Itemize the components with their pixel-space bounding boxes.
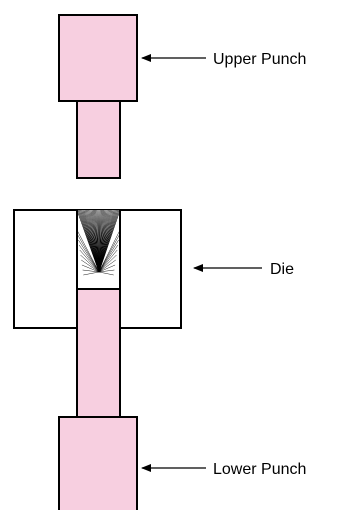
powder-hatch-line: [98, 254, 117, 273]
upper-punch-stem: [76, 100, 121, 179]
powder-hatch-line: [83, 271, 100, 276]
powder-hatch-line: [98, 264, 116, 273]
powder-hatch-line: [98, 229, 121, 273]
powder-hatch-line: [82, 269, 100, 273]
powder-hatch-line: [80, 254, 100, 273]
upper-punch: [58, 14, 138, 179]
lower-punch-stem: [76, 288, 121, 418]
powder-hatch-line: [98, 259, 116, 273]
powder-hatch-line: [81, 264, 100, 273]
upper-punch-label: Upper Punch: [213, 51, 306, 68]
powder-hatch-line: [98, 244, 119, 273]
lower-punch-head: [58, 416, 138, 510]
powder-hatch-line: [77, 234, 100, 273]
lower-punch: [58, 288, 138, 510]
powder-hatch-line: [98, 271, 114, 276]
powder-hatch-line: [78, 244, 100, 273]
die-callout: Die: [193, 261, 294, 278]
powder-hatch-line: [78, 239, 100, 273]
upper-punch-head: [58, 14, 138, 102]
die-label: Die: [270, 261, 294, 278]
powder-fill: [76, 209, 121, 276]
powder-hatch-line: [76, 229, 100, 273]
powder-hatch-line: [98, 269, 115, 273]
powder-hatch-line: [98, 209, 121, 273]
powder-hatch-line: [98, 249, 118, 273]
lower-punch-callout: Lower Punch: [141, 461, 306, 478]
powder-hatch-line: [81, 259, 100, 273]
powder-hatch-line: [98, 239, 119, 273]
lower-punch-label: Lower Punch: [213, 461, 306, 478]
powder-hatch-line: [98, 234, 120, 273]
upper-punch-callout: Upper Punch: [141, 51, 306, 68]
powder-hatch-line: [79, 249, 100, 273]
